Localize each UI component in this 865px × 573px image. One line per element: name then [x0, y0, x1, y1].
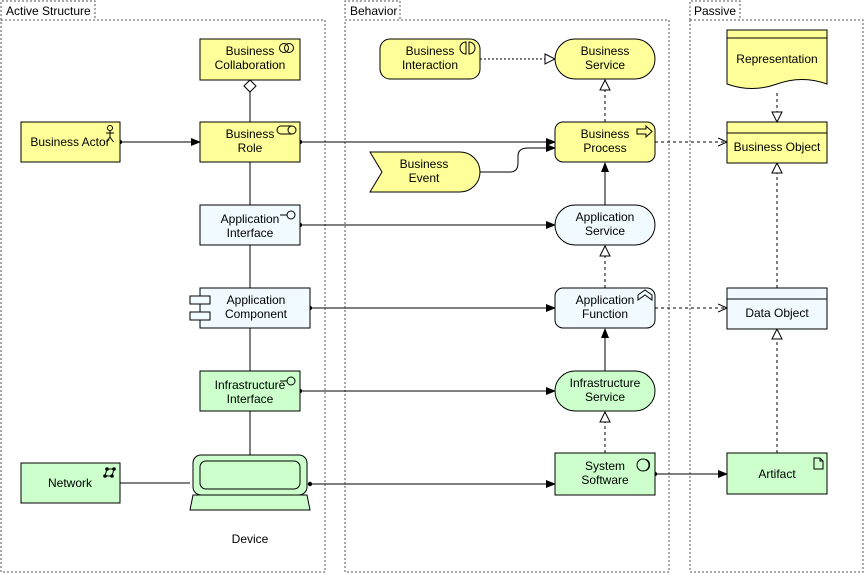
node-label: Representation — [736, 52, 817, 66]
process-arrow-icon — [636, 124, 653, 139]
node-label: Application — [576, 210, 635, 224]
node-label: Application — [576, 293, 635, 307]
node-system-software[interactable]: System Software — [554, 452, 656, 496]
node-business-process[interactable]: Business Process — [554, 121, 656, 163]
component-tab-icon — [189, 311, 211, 321]
node-label: Event — [409, 171, 440, 185]
node-label: System — [585, 459, 625, 473]
node-business-event[interactable]: Business Event — [369, 151, 481, 193]
node-label: Software — [581, 473, 629, 487]
interaction-icon — [459, 41, 476, 55]
aggregation-diamond — [243, 79, 257, 93]
node-label: Service — [585, 58, 625, 72]
node-application-interface[interactable]: Application Interface — [199, 204, 301, 246]
node-label: Business — [400, 157, 449, 171]
device-base — [189, 494, 311, 511]
node-business-role[interactable]: Business Role — [199, 121, 301, 163]
group-active-structure-label: Active Structure — [6, 4, 91, 18]
node-label: Application — [227, 293, 286, 307]
node-label: Infrastructure — [570, 376, 641, 390]
node-label: Business Actor — [30, 135, 109, 149]
group-behavior-label: Behavior — [350, 4, 397, 18]
node-business-service[interactable]: Business Service — [554, 38, 656, 80]
node-business-collaboration[interactable]: Business Collaboration — [199, 38, 301, 81]
node-device[interactable]: Device — [189, 454, 311, 546]
node-network[interactable]: Network — [20, 462, 121, 504]
node-label: Service — [585, 224, 625, 238]
node-business-actor[interactable]: Business Actor — [20, 121, 121, 163]
role-icon — [276, 125, 297, 135]
node-label: Infrastructure — [215, 378, 286, 392]
node-label: Service — [585, 390, 625, 404]
node-label: Collaboration — [215, 58, 286, 72]
system-software-icon — [636, 458, 651, 472]
group-active-structure-frame — [0, 0, 326, 573]
function-chevron-icon — [637, 289, 653, 301]
node-label: Business — [406, 44, 455, 58]
node-application-function[interactable]: Application Function — [554, 287, 656, 329]
node-label: Business — [581, 127, 630, 141]
node-data-object[interactable]: Data Object — [726, 287, 828, 330]
interface-icon — [280, 210, 296, 220]
group-passive-frame — [689, 0, 864, 573]
node-label: Application — [221, 212, 280, 226]
node-label: Network — [48, 476, 93, 490]
group-passive[interactable]: Passive — [689, 0, 864, 573]
node-label: Component — [225, 307, 288, 321]
node-infrastructure-service[interactable]: Infrastructure Service — [554, 370, 656, 412]
actor-icon — [106, 125, 114, 143]
node-label: Interaction — [402, 58, 458, 72]
group-active-structure[interactable]: Active Structure — [0, 0, 326, 573]
node-business-object[interactable]: Business Object — [726, 121, 828, 164]
group-passive-label: Passive — [694, 4, 736, 18]
node-label: Function — [582, 307, 628, 321]
network-icon — [103, 467, 116, 478]
edge-event-process[interactable] — [480, 144, 556, 173]
node-representation[interactable]: Representation — [726, 29, 828, 89]
node-infrastructure-interface[interactable]: Infrastructure Interface — [199, 370, 301, 412]
node-label: Artifact — [758, 467, 796, 481]
node-label: Process — [583, 141, 626, 155]
node-label: Interface — [227, 226, 274, 240]
node-label: Business — [226, 127, 275, 141]
node-application-service[interactable]: Application Service — [554, 204, 656, 246]
node-label: Interface — [227, 392, 274, 406]
node-application-component[interactable]: Application Component — [189, 287, 311, 329]
interface-icon — [280, 376, 296, 386]
node-business-interaction[interactable]: Business Interaction — [379, 38, 481, 80]
component-tab-icon — [189, 295, 211, 305]
collaboration-icon — [279, 43, 289, 53]
artifact-icon — [813, 457, 824, 470]
node-label: Device — [232, 532, 269, 546]
node-label: Data Object — [745, 306, 809, 320]
node-label: Business — [581, 44, 630, 58]
node-label: Business — [226, 44, 275, 58]
node-artifact[interactable]: Artifact — [726, 452, 828, 495]
device-screen-inner — [199, 460, 301, 490]
node-label: Business Object — [734, 140, 821, 154]
node-label: Role — [238, 141, 263, 155]
